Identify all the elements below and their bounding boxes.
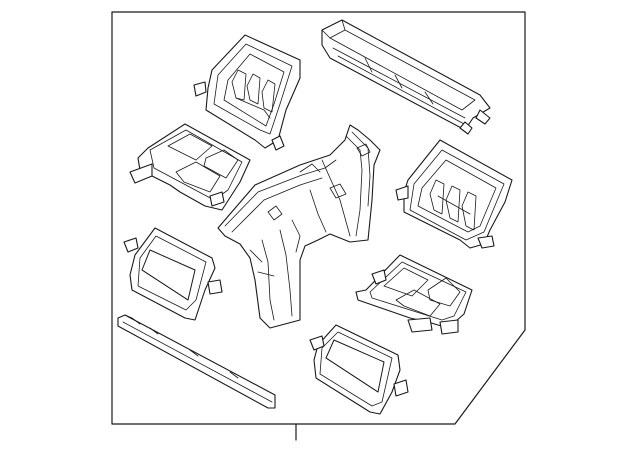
diagram-frame — [111, 11, 526, 425]
right-duct-connector — [355, 254, 473, 335]
lower-right-register-outlet — [309, 324, 409, 415]
defroster-duct — [321, 19, 491, 135]
upper-left-air-vent — [193, 34, 301, 151]
lower-left-seal-strip — [117, 314, 276, 409]
right-air-vent — [395, 139, 513, 249]
left-duct-connector — [129, 123, 251, 211]
left-register-outlet — [123, 227, 223, 321]
center-duct-assembly — [217, 124, 381, 329]
